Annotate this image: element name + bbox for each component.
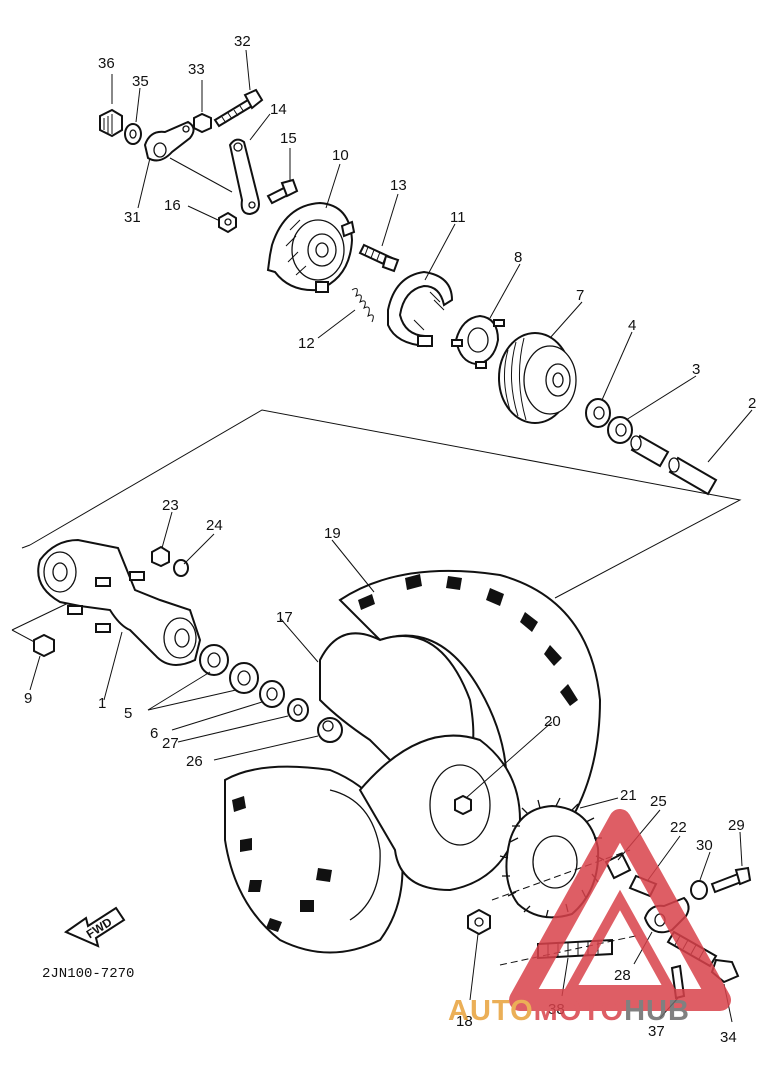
label-12: 12 <box>298 335 315 352</box>
label-37: 37 <box>648 1023 665 1040</box>
label-13: 13 <box>390 177 407 194</box>
part-26-collar <box>317 717 343 743</box>
label-25: 25 <box>650 793 667 810</box>
label-3: 3 <box>692 361 700 378</box>
fwd-arrow-icon: FWD <box>63 906 126 948</box>
label-4: 4 <box>628 317 636 334</box>
part-29-bolt <box>710 866 752 894</box>
label-34: 34 <box>720 1029 737 1046</box>
label-7: 7 <box>576 287 584 304</box>
diagram-code: 2JN100-7270 <box>42 966 134 982</box>
label-21: 21 <box>620 787 637 804</box>
label-22: 22 <box>670 819 687 836</box>
label-27: 27 <box>162 735 179 752</box>
label-19: 19 <box>324 525 341 542</box>
part-5-bearing <box>199 644 259 694</box>
part-15-bolt <box>266 178 299 205</box>
part-1-axle-hub <box>37 538 202 666</box>
part-35-washer <box>124 123 142 145</box>
label-26: 26 <box>186 753 203 770</box>
part-23-nut <box>151 545 170 568</box>
label-2: 2 <box>748 395 756 412</box>
label-35: 35 <box>132 73 149 90</box>
label-11: 11 <box>450 209 466 226</box>
assembly-outline <box>29 409 742 599</box>
part-12-spring <box>351 288 374 323</box>
label-5: 5 <box>124 705 132 722</box>
part-25-plate <box>604 852 632 880</box>
label-24: 24 <box>206 517 223 534</box>
part-20-nut <box>454 794 472 816</box>
part-3-oil-seal <box>607 416 633 444</box>
label-36: 36 <box>98 55 115 72</box>
part-18-nut <box>467 908 491 936</box>
part-2-collar <box>630 434 718 496</box>
leader-lines <box>29 49 753 1023</box>
part-33-nut <box>193 112 212 134</box>
part-11-brake-shoe <box>387 270 454 348</box>
label-15: 15 <box>280 130 297 147</box>
label-1: 1 <box>98 695 106 712</box>
part-31-lever <box>143 120 195 162</box>
part-14-link <box>228 138 260 216</box>
part-9-nut <box>33 633 55 658</box>
label-33: 33 <box>188 61 205 78</box>
part-30-washer <box>690 880 708 900</box>
automotohub-watermark: AUTOMOTOHUB <box>448 809 731 1027</box>
tire-and-rim <box>224 569 602 954</box>
part-10-brake-panel <box>266 201 356 293</box>
part-6-oil-seal <box>259 680 285 708</box>
part-16-nut <box>218 211 237 234</box>
label-14: 14 <box>270 101 287 118</box>
label-6: 6 <box>150 725 158 742</box>
watermark-triangle-logo <box>509 809 731 1011</box>
label-20: 20 <box>544 713 561 730</box>
label-17: 17 <box>276 609 293 626</box>
label-28: 28 <box>614 967 631 984</box>
part-13-bolt <box>358 243 400 273</box>
part-7-brake-drum <box>498 332 577 424</box>
label-9: 9 <box>24 690 32 707</box>
part-27-washer <box>287 698 309 722</box>
watermark-text-auto: AUTOMOTOHUB <box>448 995 690 1027</box>
part-number-labels: 36 35 33 32 14 15 31 16 10 13 11 12 8 7 … <box>24 33 756 1046</box>
label-29: 29 <box>728 817 745 834</box>
label-16: 16 <box>164 197 181 214</box>
label-23: 23 <box>162 497 179 514</box>
label-8: 8 <box>514 249 522 266</box>
part-32-bolt <box>213 88 264 128</box>
label-30: 30 <box>696 837 713 854</box>
part-36-nut <box>99 108 123 138</box>
part-4-bearing <box>585 398 611 428</box>
label-32: 32 <box>234 33 251 50</box>
label-10: 10 <box>332 147 349 164</box>
label-18: 18 <box>456 1013 473 1030</box>
label-31: 31 <box>124 209 141 226</box>
part-8-hub-flange <box>451 314 505 369</box>
